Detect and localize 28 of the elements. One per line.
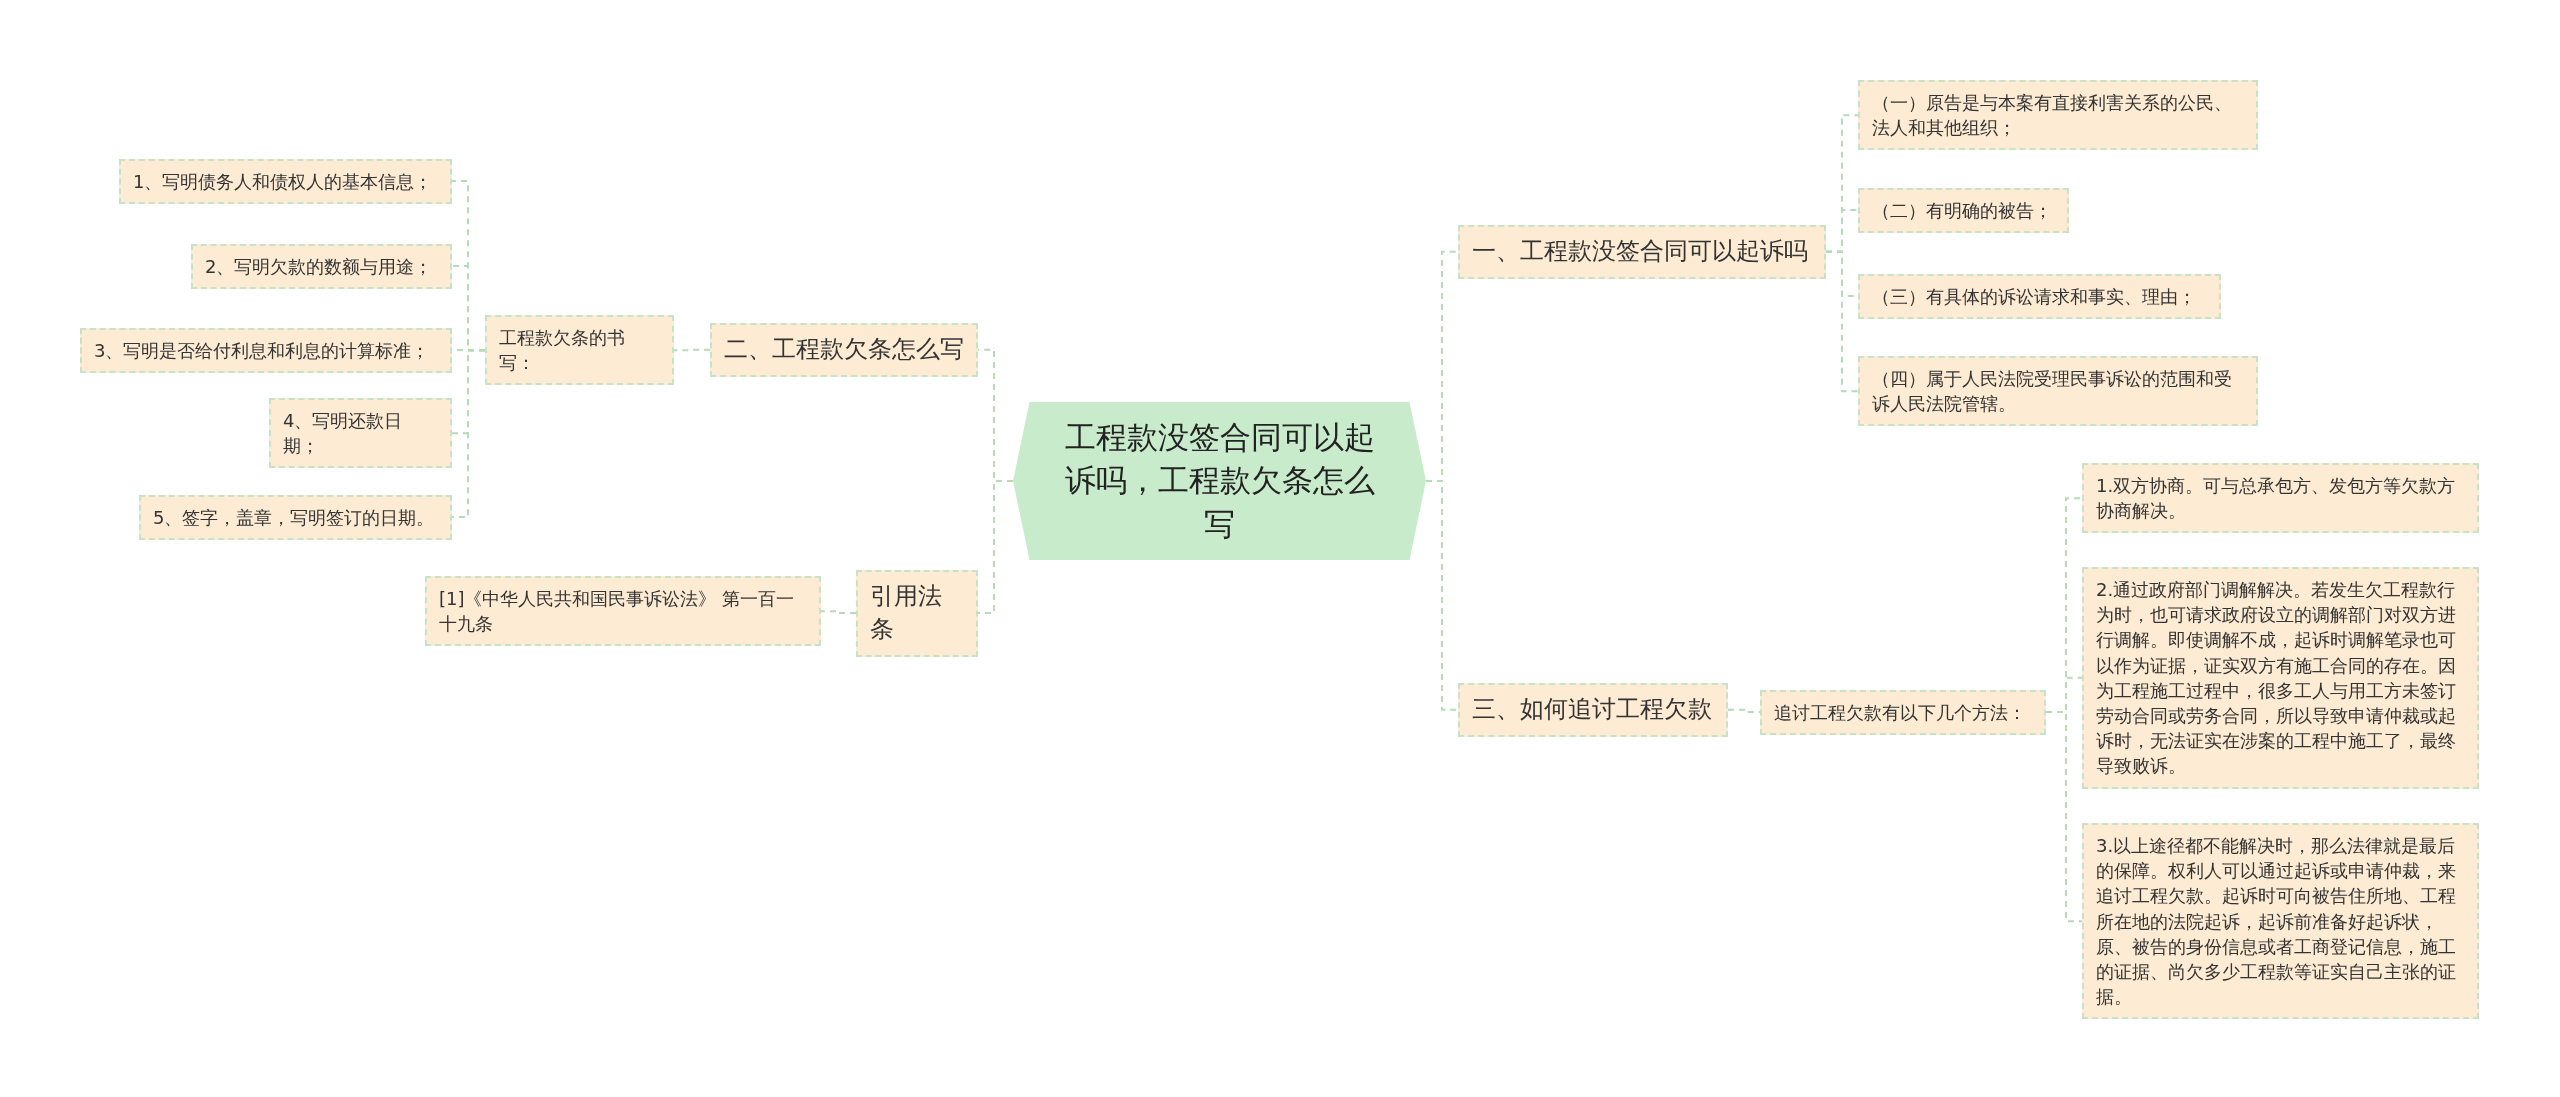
subtopic-box: 追讨工程欠款有以下几个方法： (1760, 689, 2046, 735)
subtopic-box: （一）原告是与本案有直接利害关系的公民、法人和其他组织； (1858, 80, 2258, 151)
connector-line (977, 480, 1014, 615)
subtopic-box: 3.以上途径都不能解决时，那么法律就是最后的保障。权利人可以通过起诉或申请仲裁，来追讨工程欠款。起诉时可向被告住所地、工程所在地的法院起诉，起诉前准备好起诉状，原、被告的身份信息或者工商登记信息，施工的证据、尚欠多少工程款等证实自己主张的证据。 (2082, 823, 2479, 1020)
subtopic-box: 4、写明还款日期； (269, 398, 452, 469)
subtopic-box: 1、写明债务人和债权人的基本信息； (119, 158, 452, 204)
subtopic-box: 2、写明欠款的数额与用途； (191, 243, 452, 289)
connector-line (1425, 480, 1459, 711)
topic-box: 引用法条 (856, 569, 978, 657)
connector-line (1825, 250, 1859, 393)
connector-line (820, 610, 857, 615)
subtopic-box: （二）有明确的被告； (1858, 187, 2069, 233)
topic-box: 三、如何追讨工程欠款 (1458, 683, 1728, 737)
subtopic-box: （三）有具体的诉讼请求和事实、理由； (1858, 273, 2221, 319)
subtopic-box: 1.双方协商。可与总承包方、发包方等欠款方协商解决。 (2082, 463, 2479, 534)
connector-line (673, 348, 711, 352)
subtopic-box: 工程款欠条的书写： (485, 315, 674, 386)
subtopic-box: 5、签字，盖章，写明签订的日期。 (139, 494, 452, 540)
connector-line (2045, 711, 2083, 923)
subtopic-box: 2.通过政府部门调解解决。若发生欠工程款行为时，也可请求政府设立的调解部门对双方进行调解。即使调解不成，起诉时调解笔录也可以作为证据，证实双方有施工合同的存在。因为工程施工过程中，很多工人与用工方未签订劳动合同或劳务合同，所以导致申请仲裁或起诉时，无法证实在涉案的工程中施工了，最终导致败诉。 (2082, 567, 2479, 789)
subtopic-box: （四）属于人民法院受理民事诉讼的范围和受诉人民法院管辖。 (1858, 356, 2258, 427)
connector-line (1727, 708, 1761, 714)
central-topic-hexagon: 工程款没签合同可以起诉吗，工程款欠条怎么写 (1013, 402, 1426, 561)
subtopic-box: [1]《中华人民共和国民事诉讼法》 第一百一十九条 (425, 576, 821, 647)
connector-line (451, 349, 486, 519)
subtopic-box: 3、写明是否给付利息和利息的计算标准； (80, 327, 452, 373)
topic-box: 一、工程款没签合同可以起诉吗 (1458, 225, 1826, 279)
topic-box: 二、工程款欠条怎么写 (710, 323, 978, 377)
